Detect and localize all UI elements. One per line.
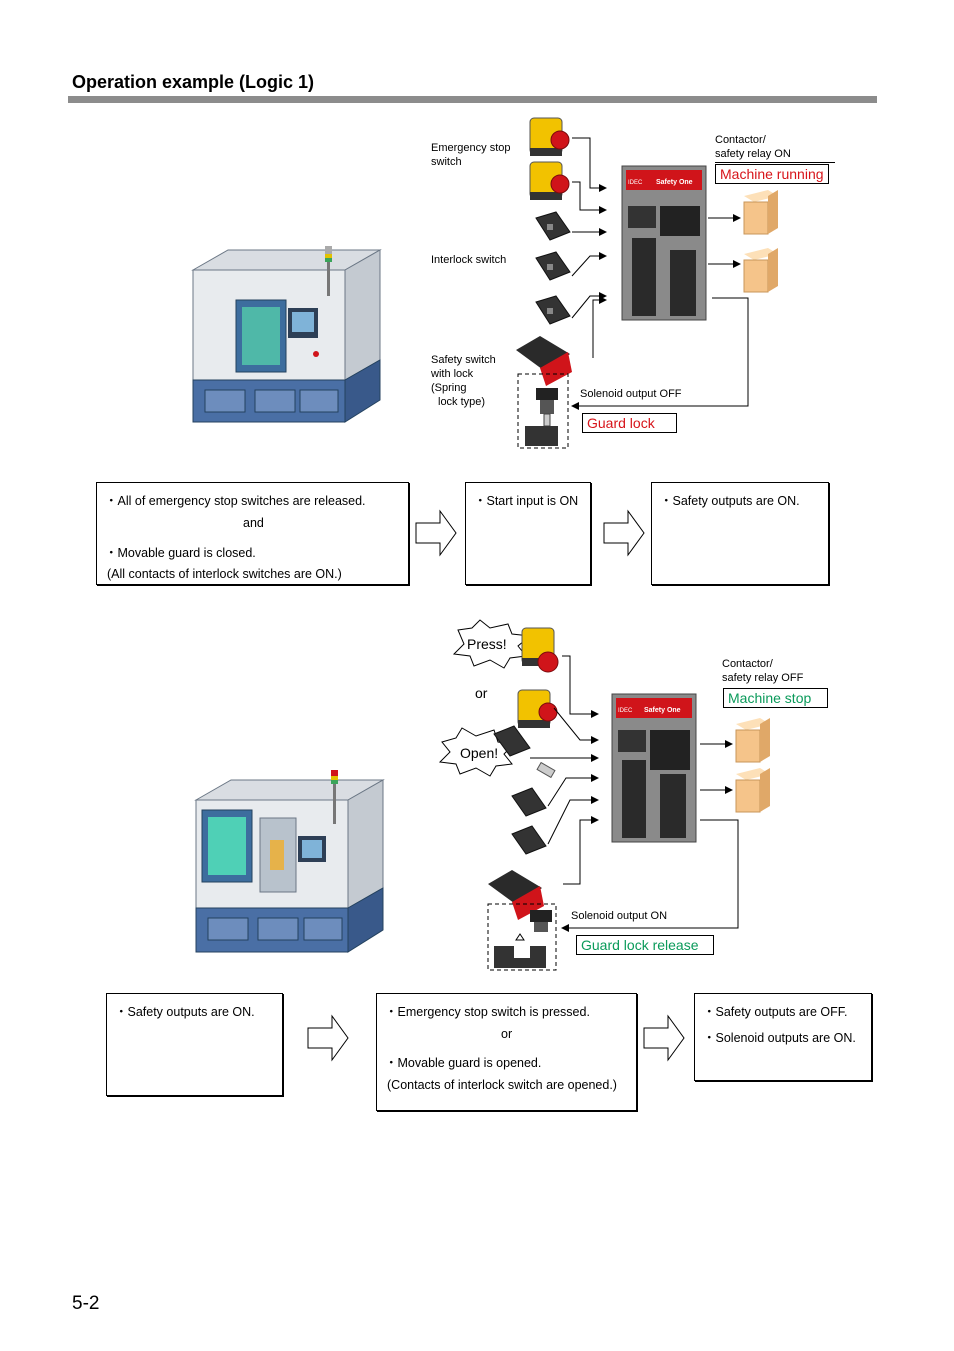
safety-controller-illustration: IDEC Safety One — [621, 165, 707, 321]
interlock-switch-icon — [511, 787, 547, 817]
step-condition-box: ・All of emergency stop switches are rele… — [96, 482, 409, 585]
interlock-switch-label: Interlock switch — [431, 254, 507, 266]
flow-arrow-icon — [307, 1014, 349, 1062]
step-condition-box: ・Safety outputs are ON. — [106, 993, 283, 1096]
step-result-box: ・Safety outputs are OFF. ・Solenoid outpu… — [694, 993, 872, 1081]
emergency-stop-switch-pressed-icon — [521, 627, 559, 673]
emergency-stop-switch-icon — [529, 117, 570, 156]
contactor-relay-icon — [743, 190, 778, 235]
controller-maker-label: IDEC — [618, 708, 633, 714]
flow-arrow-icon — [643, 1014, 685, 1062]
flow-arrow-icon — [603, 509, 645, 557]
guard-lock-status: Guard lock — [582, 413, 677, 433]
contactor-relay-icon — [743, 248, 778, 293]
safety-switch-with-lock-released-icon — [487, 870, 557, 971]
contactor-label: Contactor/ safety relay ON — [715, 134, 791, 160]
safety-switch-label: Safety switch with lock (Spring lock typ… — [431, 354, 496, 408]
wiring-lines — [530, 655, 739, 932]
machine-tool-open-illustration — [194, 770, 385, 953]
or-label: or — [475, 685, 488, 701]
interlock-switch-icon — [511, 825, 547, 855]
step-result-box: ・Safety outputs are ON. — [651, 482, 829, 585]
controller-brand-label: Safety One — [656, 179, 693, 186]
safety-controller-illustration: IDEC Safety One — [611, 693, 697, 843]
interlock-switch-icon — [535, 211, 571, 241]
step-condition-box: ・Emergency stop switch is pressed. or ・M… — [376, 993, 637, 1111]
contactor-label: Contactor/ safety relay OFF — [722, 658, 804, 684]
contactor-divider — [715, 162, 835, 163]
emergency-stop-switch-icon — [517, 689, 558, 728]
machine-tool-closed-illustration — [191, 246, 382, 423]
interlock-switch-opened-icon — [493, 725, 556, 779]
contactor-relay-icon — [735, 768, 770, 813]
solenoid-output-label: Solenoid output OFF — [580, 388, 682, 400]
safety-switch-with-lock-icon — [516, 336, 572, 449]
interlock-switch-icon — [535, 251, 571, 281]
open-callout: Open! — [460, 745, 499, 761]
guard-lock-release-status: Guard lock release — [576, 935, 714, 955]
wiring-lines — [571, 137, 749, 410]
page-heading: Operation example (Logic 1) — [72, 72, 315, 92]
press-callout: Press! — [467, 636, 507, 652]
emergency-stop-label: Emergency stop switch — [431, 142, 511, 168]
page-number: 5-2 — [72, 1293, 100, 1314]
controller-maker-label: IDEC — [628, 180, 643, 186]
flow-arrow-icon — [415, 509, 457, 557]
emergency-stop-switch-icon — [529, 161, 570, 200]
interlock-switch-icon — [535, 295, 571, 325]
controller-brand-label: Safety One — [644, 707, 681, 714]
solenoid-output-label: Solenoid output ON — [571, 910, 668, 922]
machine-running-status: Machine running — [715, 164, 829, 184]
contactor-relay-icon — [735, 718, 770, 763]
heading-rule — [68, 96, 877, 103]
machine-stop-status: Machine stop — [723, 688, 828, 708]
open-starburst — [438, 727, 516, 777]
step-condition-box: ・Start input is ON — [465, 482, 591, 585]
